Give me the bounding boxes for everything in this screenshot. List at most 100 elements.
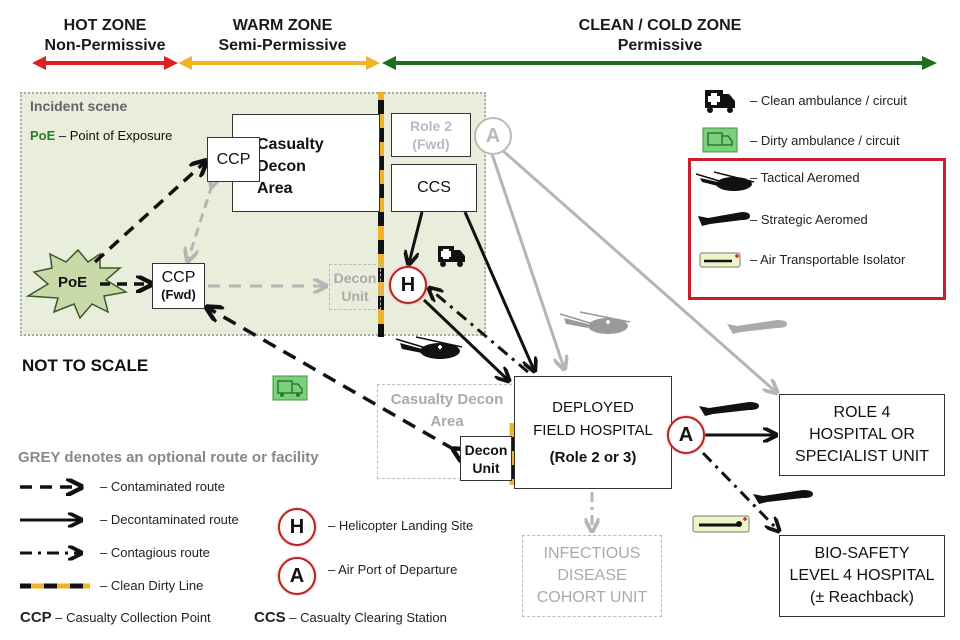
a-label: A [678,423,694,446]
warm-zone-subtitle: Semi-Permissive [218,37,347,54]
legend-h-icon: H [278,508,316,546]
isolator-icon [692,515,750,533]
legend-decontaminated-route: – Decontaminated route [100,512,239,527]
hot-zone-title: HOT ZONE [63,17,147,34]
legend-h-label: H [289,515,305,538]
ccp-label: CCP [216,150,251,168]
cold-zone-header: CLEAN / COLD ZONE Permissive [500,16,820,56]
legend-ccs-desc: – Casualty Clearing Station [289,610,447,625]
dfh-line1: DEPLOYED [552,399,634,416]
legend-clean-ambulance-icon [705,90,735,113]
casualty-decon-area-line1: Casualty [257,136,324,153]
airplane-icon [753,490,813,504]
deployed-field-hospital: DEPLOYED FIELD HOSPITAL (Role 2 or 3) [514,376,672,489]
decon-unit-line2: Unit [472,459,500,476]
hot-zone-subtitle: Non-Permissive [44,37,166,54]
biosafety-line2: LEVEL 4 HOSPITAL [789,567,935,584]
helicopter-landing-site-h: H [389,266,427,304]
grey-note: GREY denotes an optional route or facili… [18,449,319,466]
idcu-line3: COHORT UNIT [536,589,648,606]
incident-scene-title: Incident scene [30,98,128,114]
biosafety-line1: BIO-SAFETY [814,545,910,562]
legend-contaminated-route: – Contaminated route [100,479,226,494]
legend-dirty-ambulance: – Dirty ambulance / circuit [750,133,900,148]
decon-unit-grey-line1: Decon [333,270,377,286]
dfh-line2: FIELD HOSPITAL [533,422,653,439]
decon-unit-grey-line2: Unit [341,288,369,304]
poe-abbr: PoE [30,128,56,143]
warm-zone-title: WARM ZONE [232,17,333,34]
ccs-node: CCS [391,164,477,212]
role2-fwd-node: Role 2 (Fwd) [391,113,471,157]
ccs-label: CCS [417,179,451,196]
decon-unit: Decon Unit [460,436,512,481]
route-hospital-to-h-contagious [430,289,529,374]
air-port-departure-a: A [667,416,705,454]
route-ccs-to-h [409,211,424,263]
legend-tactical-aeromed: – Tactical Aeromed [750,170,860,185]
legend-airplane-icon [698,212,750,226]
legend-a-label: A [289,564,305,587]
route-h-to-hospital [422,298,508,380]
casualty-decon-area-2-line1: Casualty Decon [390,391,504,408]
dirty-ambulance-icon [272,375,308,401]
hot-zone-arrow [32,56,178,70]
legend-isolator: – Air Transportable Isolator [750,252,906,267]
ccp-fwd-line1: CCP [161,269,196,286]
route-decon-to-ccp-fwd [208,308,455,450]
helicopter-grey-icon [559,311,631,334]
route-ccp-ccp-fwd-grey [188,185,212,260]
warm-zone-arrow [178,56,380,70]
infectious-disease-cohort-unit: INFECTIOUS DISEASE COHORT UNIT [522,535,662,617]
legend-air-port-departure: – Air Port of Departure [328,562,458,577]
legend-isolator-icon [699,252,741,268]
role4-line1: ROLE 4 [833,404,891,421]
legend-dirty-ambulance-icon [702,127,738,153]
role4-hospital: ROLE 4 HOSPITAL OR SPECIALIST UNIT [779,394,945,476]
poe-star-label: PoE [58,274,88,291]
warm-zone-header: WARM ZONE Semi-Permissive [190,16,375,56]
decon-unit-grey: Decon Unit [329,264,381,310]
biosafety-line3: (± Reachback) [810,589,914,606]
h-label: H [400,273,416,296]
aeromed-legend-highlight [688,158,946,300]
role2-fwd-line1: Role 2 [409,118,452,134]
cold-zone-arrow [382,56,937,70]
ccp-node: CCP [207,137,260,182]
poe-desc: – Point of Exposure [58,128,173,143]
idcu-line1: INFECTIOUS [543,545,641,562]
casualty-decon-area-line3: Area [257,180,293,197]
ccp-fwd-node: CCP (Fwd) [152,263,205,309]
legend-ccp-definition: CCP – Casualty Collection Point [20,609,211,626]
legend-strategic-aeromed: – Strategic Aeromed [750,212,868,227]
casualty-decon-area-2-line2: Area [430,413,464,430]
airplane-grey-icon [727,320,787,334]
dfh-line3: (Role 2 or 3) [549,449,637,466]
airplane-icon [699,402,759,416]
poe-definition: PoE – Point of Exposure [30,128,172,143]
route-poe-to-ccp [93,162,205,264]
route-a-fwd-to-role4-grey [501,148,776,392]
helicopter-icon [395,336,463,359]
legend-helicopter-landing-site: – Helicopter Landing Site [328,518,474,533]
legend-clean-dirty-line: – Clean Dirty Line [100,578,204,593]
biosafety-level4-hospital: BIO-SAFETY LEVEL 4 HOSPITAL (± Reachback… [779,535,945,617]
clean-ambulance-icon [438,246,465,267]
idcu-line2: DISEASE [557,567,627,584]
hot-zone-header: HOT ZONE Non-Permissive [30,16,180,56]
legend-ccs-definition: CCS – Casualty Clearing Station [254,609,447,626]
legend-contagious-route: – Contagious route [100,545,210,560]
legend-a-icon: A [278,557,316,595]
role4-line2: HOSPITAL OR [809,426,915,443]
role2-fwd-line2: (Fwd) [412,136,450,152]
route-a-fwd-to-hospital-grey [490,153,564,368]
ccp-fwd-line2: (Fwd) [161,287,196,302]
role4-line3: SPECIALIST UNIT [795,448,929,465]
legend-ccp-desc: – Casualty Collection Point [55,610,211,625]
legend-clean-ambulance: – Clean ambulance / circuit [750,93,907,108]
cold-zone-subtitle: Permissive [617,37,703,54]
not-to-scale-label: NOT TO SCALE [22,356,149,375]
air-port-departure-fwd-grey: A [474,117,512,155]
decon-unit-line1: Decon [464,441,508,458]
